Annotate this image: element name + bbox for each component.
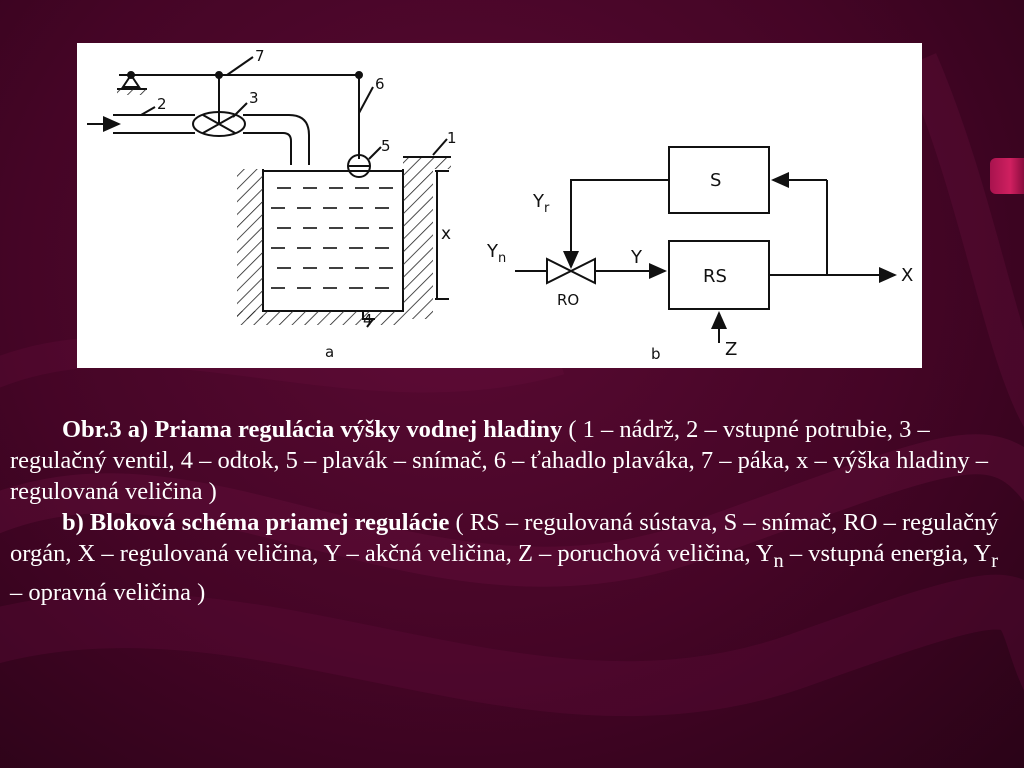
caption-b-text-2: – vstupná energia, Y <box>783 540 992 567</box>
caption-b-text-1: ( RS – regulovaná sústava, S – snímač, R… <box>10 509 999 567</box>
caption-a-title: Obr.3 a) Priama regulácia výšky vodnej h… <box>62 416 563 443</box>
decorative-tab <box>990 158 1024 194</box>
label-3: 3 <box>249 89 259 107</box>
control-diagrams: 7 2 3 6 5 1 4 x a <box>87 47 913 363</box>
caption-b-text-3: – opravná veličina ) <box>10 578 206 606</box>
caption-a-text: ( 1 – nádrž, 2 – vstupné potrubie, 3 – r… <box>10 416 988 505</box>
label-6: 6 <box>375 75 385 93</box>
caption-part-a: Obr.3 a) Priama regulácia výšky vodnej h… <box>10 414 1014 507</box>
panel-label-b: b <box>651 345 661 363</box>
block-diagram-labels: S RS RO Yr Yn Y Z X b <box>486 170 913 363</box>
signal-yn: Yn <box>486 241 506 266</box>
label-7: 7 <box>255 47 265 65</box>
label-x: x <box>441 224 451 244</box>
signal-yr: Yr <box>532 191 550 216</box>
label-4: 4 <box>363 311 373 329</box>
panel-label-a: a <box>325 343 334 361</box>
organ-valve-right <box>568 257 596 285</box>
caption-b-sub-r: r <box>991 549 999 572</box>
figure-caption: Obr.3 a) Priama regulácia výšky vodnej h… <box>10 414 1014 608</box>
signal-y: Y <box>630 247 643 268</box>
organ-valve-left <box>546 257 574 285</box>
block-diagram <box>515 146 897 343</box>
tank-diagram <box>87 56 451 328</box>
tank-labels: 7 2 3 6 5 1 4 x a <box>157 47 457 361</box>
caption-part-b: b) Bloková schéma priamej regulácie ( RS… <box>10 507 1014 608</box>
system-label: RS <box>703 266 727 287</box>
signal-x: X <box>901 265 913 286</box>
caption-b-title: b) Bloková schéma priamej regulácie <box>62 509 450 536</box>
sensor-label: S <box>710 170 721 191</box>
label-5: 5 <box>381 137 391 155</box>
figure-panel: 7 2 3 6 5 1 4 x a <box>77 43 922 368</box>
label-2: 2 <box>157 95 167 113</box>
signal-z: Z <box>725 339 737 360</box>
caption-b-sub-n: n <box>773 549 784 572</box>
label-1: 1 <box>447 129 457 147</box>
organ-label: RO <box>557 291 579 309</box>
